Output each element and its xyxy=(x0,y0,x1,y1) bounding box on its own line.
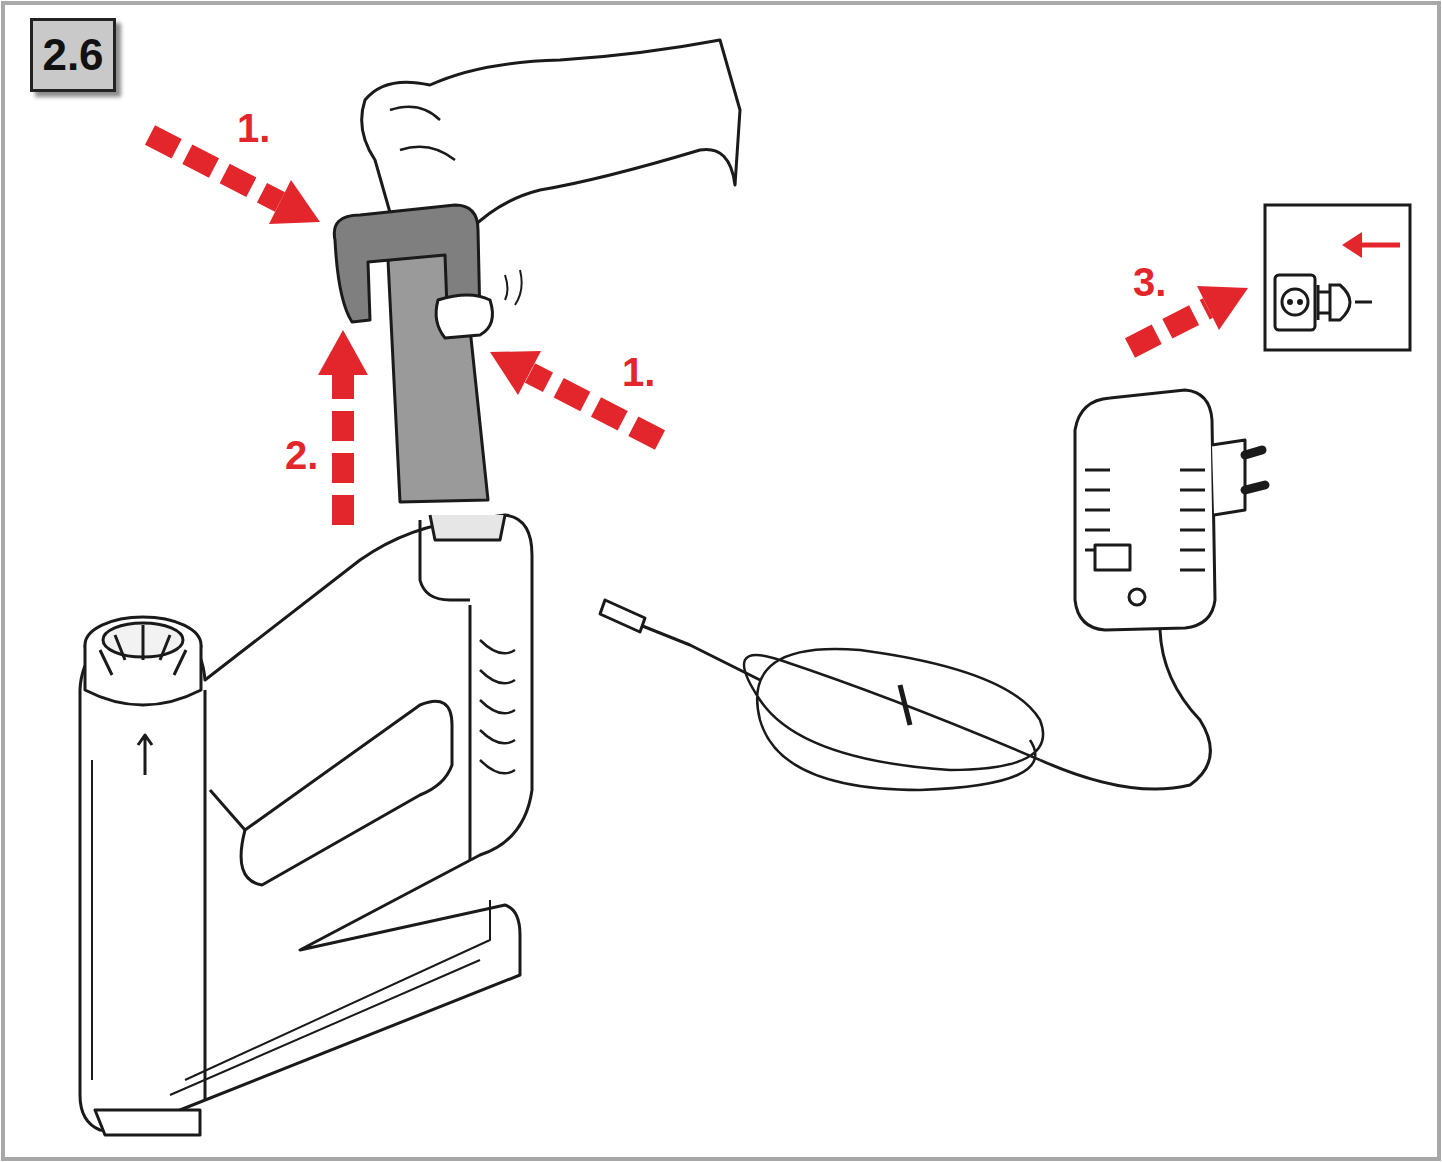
figure-number-box: 2.6 xyxy=(30,18,116,92)
stapler xyxy=(80,515,532,1135)
step-number: 1. xyxy=(622,352,655,392)
step-number: 2. xyxy=(285,435,318,475)
hand-with-battery xyxy=(334,40,740,502)
step-number: 1. xyxy=(237,108,270,148)
figure-number: 2.6 xyxy=(42,33,103,77)
mains-icon xyxy=(1265,205,1410,350)
charger xyxy=(600,390,1265,790)
step-number: 3. xyxy=(1133,262,1166,302)
